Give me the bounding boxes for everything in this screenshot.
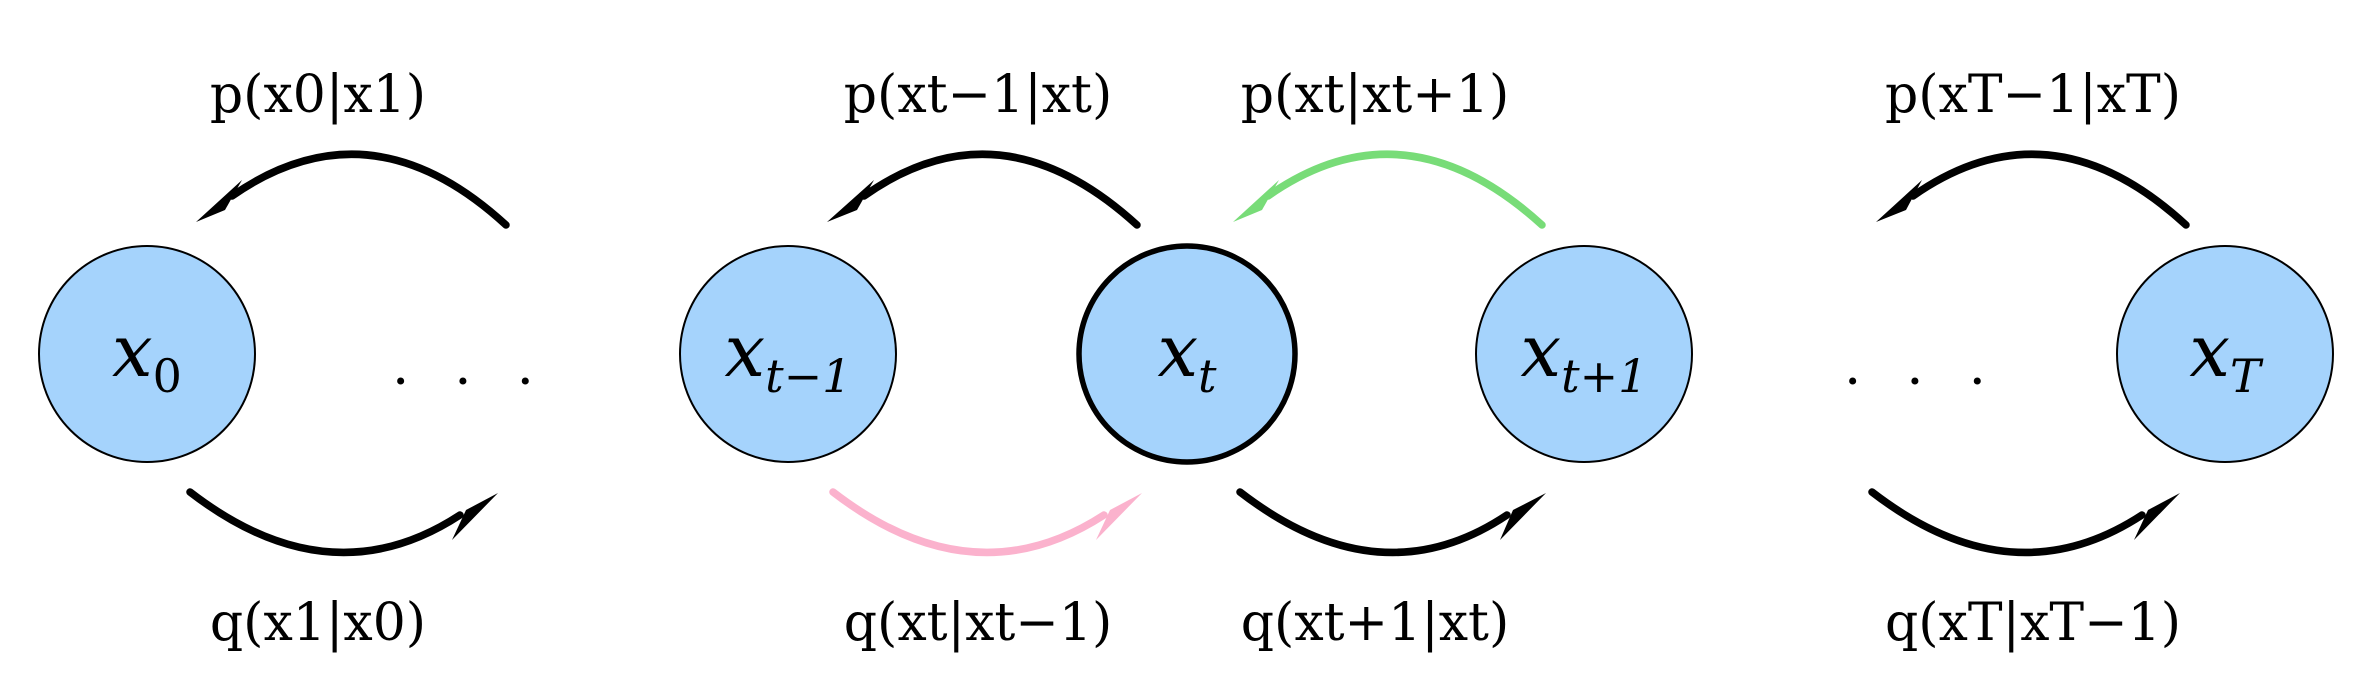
reverse-arrow-xt-plus-1-to-xt bbox=[1233, 150, 1546, 229]
forward-arrow-x0-to-x1-head bbox=[452, 493, 498, 540]
reverse-arrow-xt-to-xt-minus-1 bbox=[827, 150, 1141, 229]
node-x-t-plus-1-label: xt+1 bbox=[1521, 309, 1648, 403]
forward-arrow-xt-minus-1-to-xt-head bbox=[1096, 493, 1142, 540]
label-q-xT-given-xT-minus-1: q(xT|xT−1) bbox=[1885, 593, 2181, 653]
label-q-x1-given-x0: q(x1|x0) bbox=[210, 593, 426, 653]
label-q-xt-given-xt-minus-1: q(xt|xt−1) bbox=[844, 593, 1112, 653]
forward-arrow-x0-to-x1 bbox=[186, 488, 498, 557]
node-x-T: xT bbox=[2116, 245, 2334, 463]
forward-arrow-xt-minus-1-to-xt-shaft bbox=[829, 488, 1108, 557]
forward-arrow-xT-minus-1-to-xT bbox=[1868, 488, 2180, 557]
node-x0-circle bbox=[38, 245, 256, 463]
label-p-xT-minus-1-given-xT: p(xT−1|xT) bbox=[1885, 65, 2181, 125]
node-x-t-plus-1: xt+1 bbox=[1475, 245, 1693, 463]
ellipsis-left: · · · bbox=[392, 350, 548, 413]
forward-arrow-xT-minus-1-to-xT-shaft bbox=[1868, 488, 2146, 557]
ellipsis-right: · · · bbox=[1844, 350, 2000, 413]
forward-arrow-xT-minus-1-to-xT-head bbox=[2134, 493, 2180, 540]
node-x-t-minus-1-circle bbox=[679, 245, 897, 463]
node-x-t-circle bbox=[1076, 243, 1298, 465]
reverse-arrow-x1-to-x0-shaft bbox=[228, 150, 510, 229]
node-x0: x0 bbox=[38, 245, 256, 463]
node-x-T-circle bbox=[2116, 245, 2334, 463]
reverse-arrow-xt-to-xt-minus-1-shaft bbox=[860, 150, 1141, 229]
label-q-xt-plus-1-given-xt: q(xt+1|xt) bbox=[1241, 593, 1509, 653]
reverse-arrow-xT-to-xT-minus-1-shaft bbox=[1909, 150, 2190, 229]
node-x-t-label: xt bbox=[1157, 309, 1217, 403]
node-x-t: xt bbox=[1076, 243, 1298, 465]
label-p-xt-given-xt-plus-1: p(xt|xt+1) bbox=[1241, 65, 1509, 125]
node-x-t-minus-1: xt−1 bbox=[679, 245, 897, 463]
node-x-t-minus-1-label: xt−1 bbox=[725, 309, 852, 403]
label-p-xt-minus-1-given-xt: p(xt−1|xt) bbox=[844, 65, 1112, 125]
reverse-arrow-xt-plus-1-to-xt-head bbox=[1233, 180, 1279, 222]
forward-arrow-xt-to-xt-plus-1 bbox=[1236, 488, 1546, 557]
label-p-x0-given-x1: p(x0|x1) bbox=[210, 65, 426, 125]
forward-arrow-xt-minus-1-to-xt bbox=[829, 488, 1142, 557]
reverse-arrow-xT-to-xT-minus-1-head bbox=[1876, 180, 1922, 222]
reverse-arrow-x1-to-x0 bbox=[196, 150, 510, 229]
node-x-T-label: xT bbox=[2189, 309, 2264, 403]
reverse-arrow-xt-plus-1-to-xt-shaft bbox=[1264, 150, 1546, 229]
reverse-arrow-xT-to-xT-minus-1 bbox=[1876, 150, 2190, 229]
forward-arrow-xt-to-xt-plus-1-shaft bbox=[1236, 488, 1511, 557]
node-x0-label: x0 bbox=[112, 309, 182, 403]
forward-arrow-x0-to-x1-shaft bbox=[186, 488, 464, 557]
forward-arrow-xt-to-xt-plus-1-head bbox=[1500, 493, 1546, 540]
reverse-arrow-x1-to-x0-head bbox=[196, 180, 242, 222]
node-x-t-plus-1-circle bbox=[1475, 245, 1693, 463]
reverse-arrow-xt-to-xt-minus-1-head bbox=[827, 180, 874, 222]
